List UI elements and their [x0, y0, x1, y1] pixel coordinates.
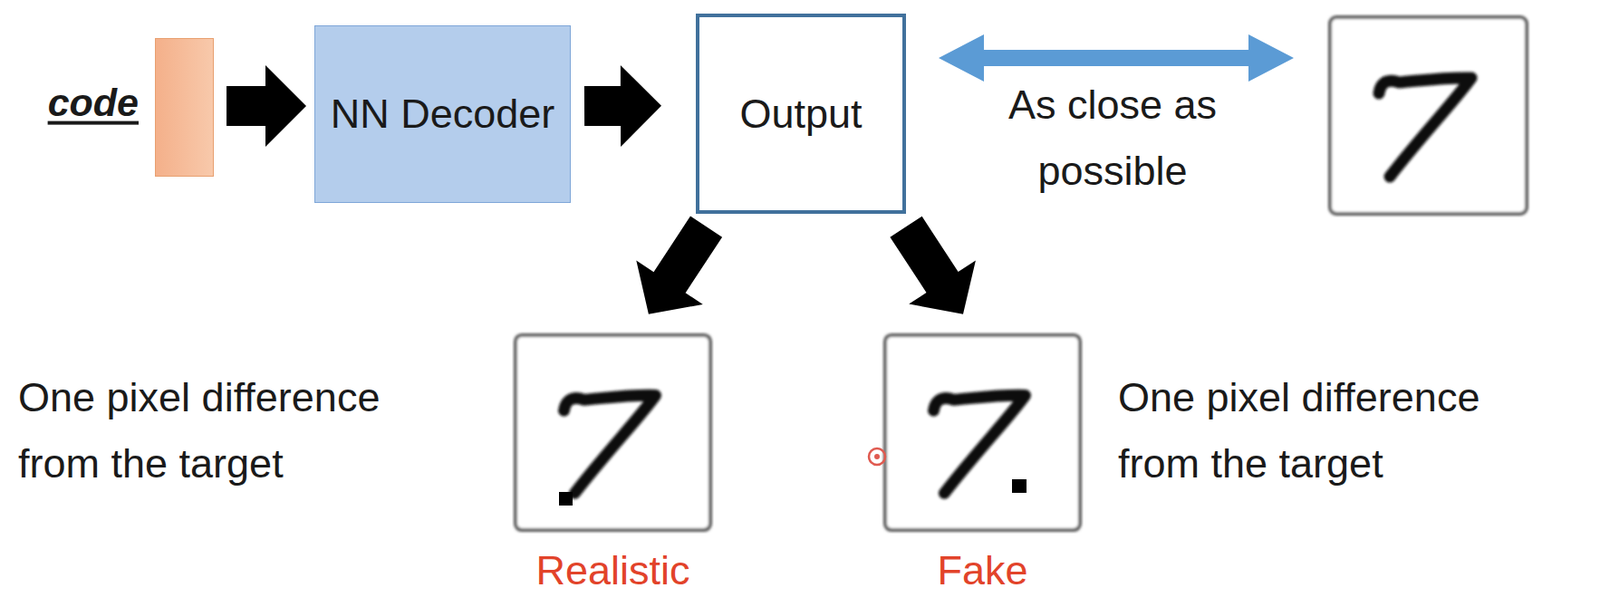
- output-box: Output: [695, 13, 907, 214]
- block-arrow: [226, 65, 307, 147]
- pointer-marker: [868, 448, 886, 465]
- node-text: code: [48, 79, 139, 125]
- block-arrow: [584, 65, 662, 147]
- image-frame: Fake: [881, 331, 1084, 534]
- pointer-marker: [874, 453, 880, 460]
- realistic-image: [515, 335, 711, 531]
- block-arrow: [889, 216, 976, 315]
- block-arrow: [636, 216, 723, 315]
- node-text: Fake: [936, 548, 1028, 594]
- code-vector: code: [154, 38, 214, 177]
- decoder-box: NN Decoder: [314, 25, 571, 203]
- node-text: Realistic: [535, 548, 690, 594]
- annotation: One pixel difference from the target: [1118, 364, 1572, 497]
- pixel-difference: [1012, 479, 1027, 493]
- double-arrow: [938, 34, 1294, 82]
- image-frame: Realistic: [511, 331, 714, 534]
- pixel-difference: [559, 491, 573, 506]
- fake-image: [885, 335, 1080, 531]
- target-image: [1330, 17, 1527, 214]
- relation-label: As close as possible: [967, 71, 1258, 204]
- node-text: NN Decoder: [318, 84, 569, 144]
- annotation: One pixel difference from the target: [18, 364, 472, 497]
- node-text: Output: [726, 84, 875, 144]
